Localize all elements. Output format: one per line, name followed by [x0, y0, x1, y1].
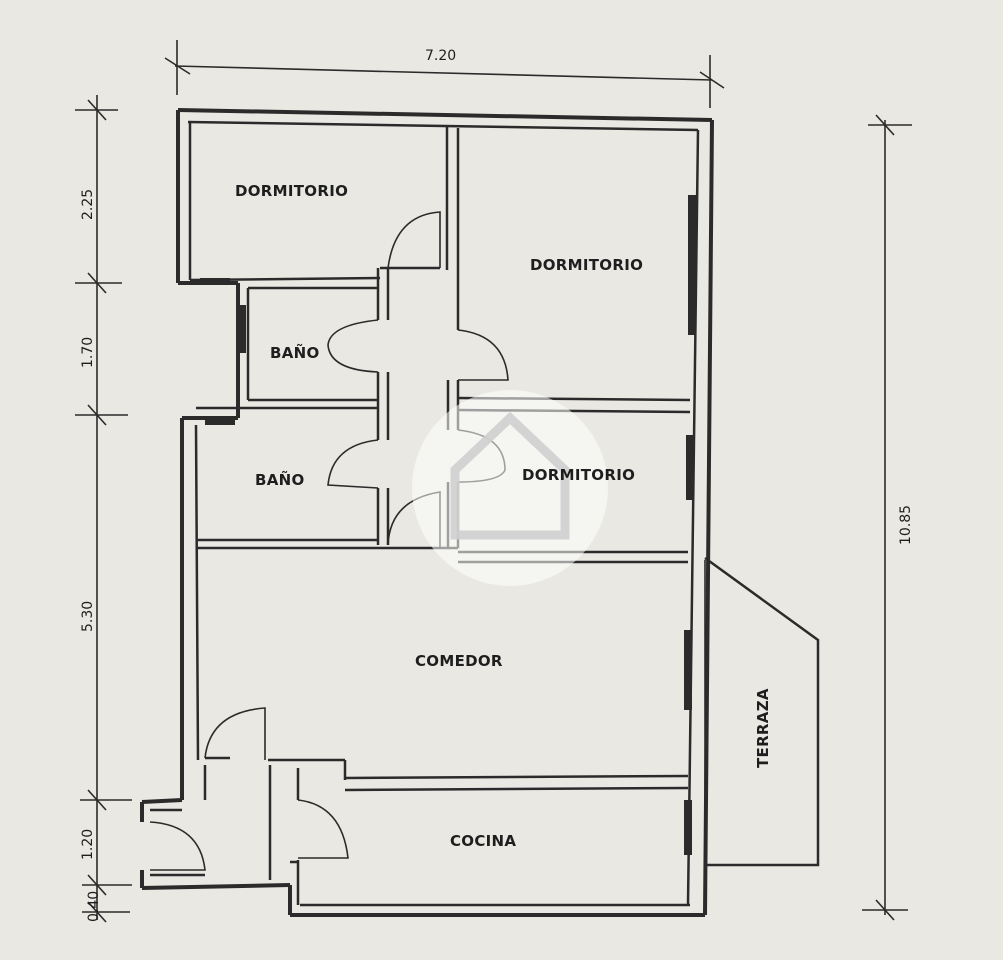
windows [200, 195, 696, 855]
room-label-dormitorio-2: DORMITORIO [530, 256, 643, 274]
room-label-dormitorio-3: DORMITORIO [522, 466, 635, 484]
room-label-terraza: TERRAZA [754, 688, 772, 768]
dim-left-5-30: 5.30 [80, 601, 96, 632]
dim-height-right: 10.85 [898, 505, 914, 545]
outer-walls [140, 108, 714, 917]
room-label-dormitorio-1: DORMITORIO [235, 182, 348, 200]
dim-left-0-40: 0.40 [86, 891, 102, 922]
dim-left-1-70: 1.70 [80, 337, 96, 368]
dim-left-1-20: 1.20 [80, 829, 96, 860]
house-logo-icon [412, 390, 608, 586]
room-label-bano-2: BAÑO [255, 470, 305, 489]
room-label-bano-1: BAÑO [270, 343, 320, 362]
room-label-cocina: COCINA [450, 832, 516, 850]
dim-width-top: 7.20 [425, 48, 456, 64]
room-label-comedor: COMEDOR [415, 652, 503, 670]
dimension-lines [75, 40, 912, 923]
door-swings [149, 211, 509, 871]
dim-left-2-25: 2.25 [80, 189, 96, 220]
terrace-outline [704, 556, 820, 867]
